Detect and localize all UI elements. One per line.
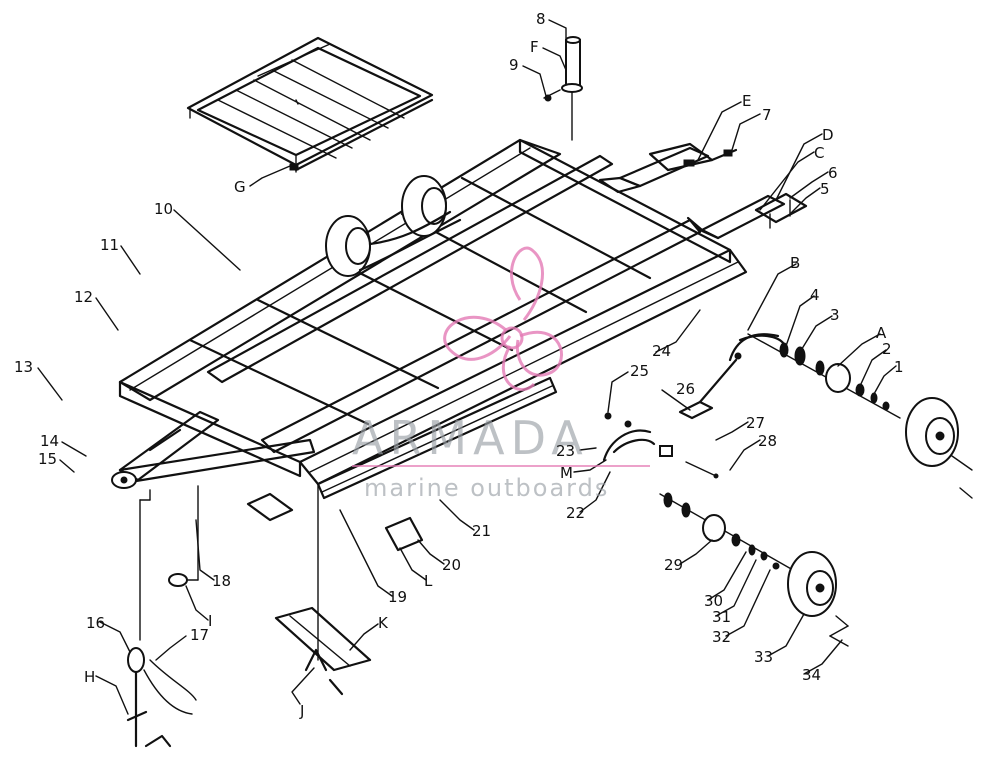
callout-2: 2: [882, 340, 892, 358]
callout-6: 6: [828, 164, 838, 182]
leader-lines: [37, 19, 897, 715]
callout-D: D: [822, 126, 834, 144]
callout-3: 3: [830, 306, 840, 324]
callout-30: 30: [704, 592, 723, 610]
lower-axle-assembly: [659, 492, 849, 647]
callout-15: 15: [38, 450, 57, 468]
callout-11: 11: [100, 236, 119, 254]
callout-34: 34: [802, 666, 821, 684]
callout-H: H: [84, 668, 95, 686]
watermark-tagline: marine outboards: [364, 474, 609, 502]
callout-10: 10: [154, 200, 173, 218]
trailer-frame: [118, 138, 786, 500]
callout-F: F: [530, 38, 539, 56]
loose-parts: [168, 483, 424, 696]
callout-7: 7: [762, 106, 772, 124]
callout-21: 21: [472, 522, 491, 540]
callout-14: 14: [40, 432, 59, 450]
callout-20: 20: [442, 556, 461, 574]
callout-33: 33: [754, 648, 773, 666]
callout-24: 24: [652, 342, 671, 360]
callout-19: 19: [388, 588, 407, 606]
callout-B: B: [790, 254, 800, 272]
callout-5: 5: [820, 180, 830, 198]
callout-32: 32: [712, 628, 731, 646]
callout-4: 4: [810, 286, 820, 304]
rear-axle-assembly: [728, 333, 973, 499]
callout-26: 26: [676, 380, 695, 398]
callout-12: 12: [74, 288, 93, 306]
callout-17: 17: [190, 626, 209, 644]
callout-C: C: [814, 144, 824, 162]
callout-K: K: [378, 614, 389, 632]
frame-wheels: [325, 175, 462, 277]
callout-31: 31: [712, 608, 731, 626]
callout-G: G: [234, 178, 246, 196]
seashell-logo-icon: [443, 246, 563, 391]
tongue-jack: [126, 647, 197, 748]
callout-16: 16: [86, 614, 105, 632]
callout-28: 28: [758, 432, 777, 450]
spring-hanger-assembly: [602, 358, 738, 479]
callout-22: 22: [566, 504, 585, 522]
callout-13: 13: [14, 358, 33, 376]
callout-29: 29: [664, 556, 683, 574]
watermark-brand: ARMADA: [352, 411, 589, 465]
callout-23: 23: [556, 442, 575, 460]
callout-9: 9: [509, 56, 519, 74]
callout-18: 18: [212, 572, 231, 590]
callout-L: L: [424, 572, 433, 590]
watermark: ARMADA marine outboards: [352, 246, 650, 502]
callout-M: M: [560, 464, 573, 482]
callout-I: I: [208, 612, 212, 630]
callout-A: A: [876, 324, 887, 342]
callout-25: 25: [630, 362, 649, 380]
callout-27: 27: [746, 414, 765, 432]
hitch-post: [543, 36, 583, 141]
callout-labels: 8 F 9 E 7 D C 6 5 G 10 11 12 13 14 15 B …: [14, 10, 904, 720]
rack-assembly: [186, 36, 434, 173]
callout-E: E: [742, 92, 751, 110]
callout-J: J: [299, 702, 304, 720]
tongue-assembly: [111, 410, 316, 641]
callout-8: 8: [536, 10, 546, 28]
callout-1: 1: [894, 358, 904, 376]
